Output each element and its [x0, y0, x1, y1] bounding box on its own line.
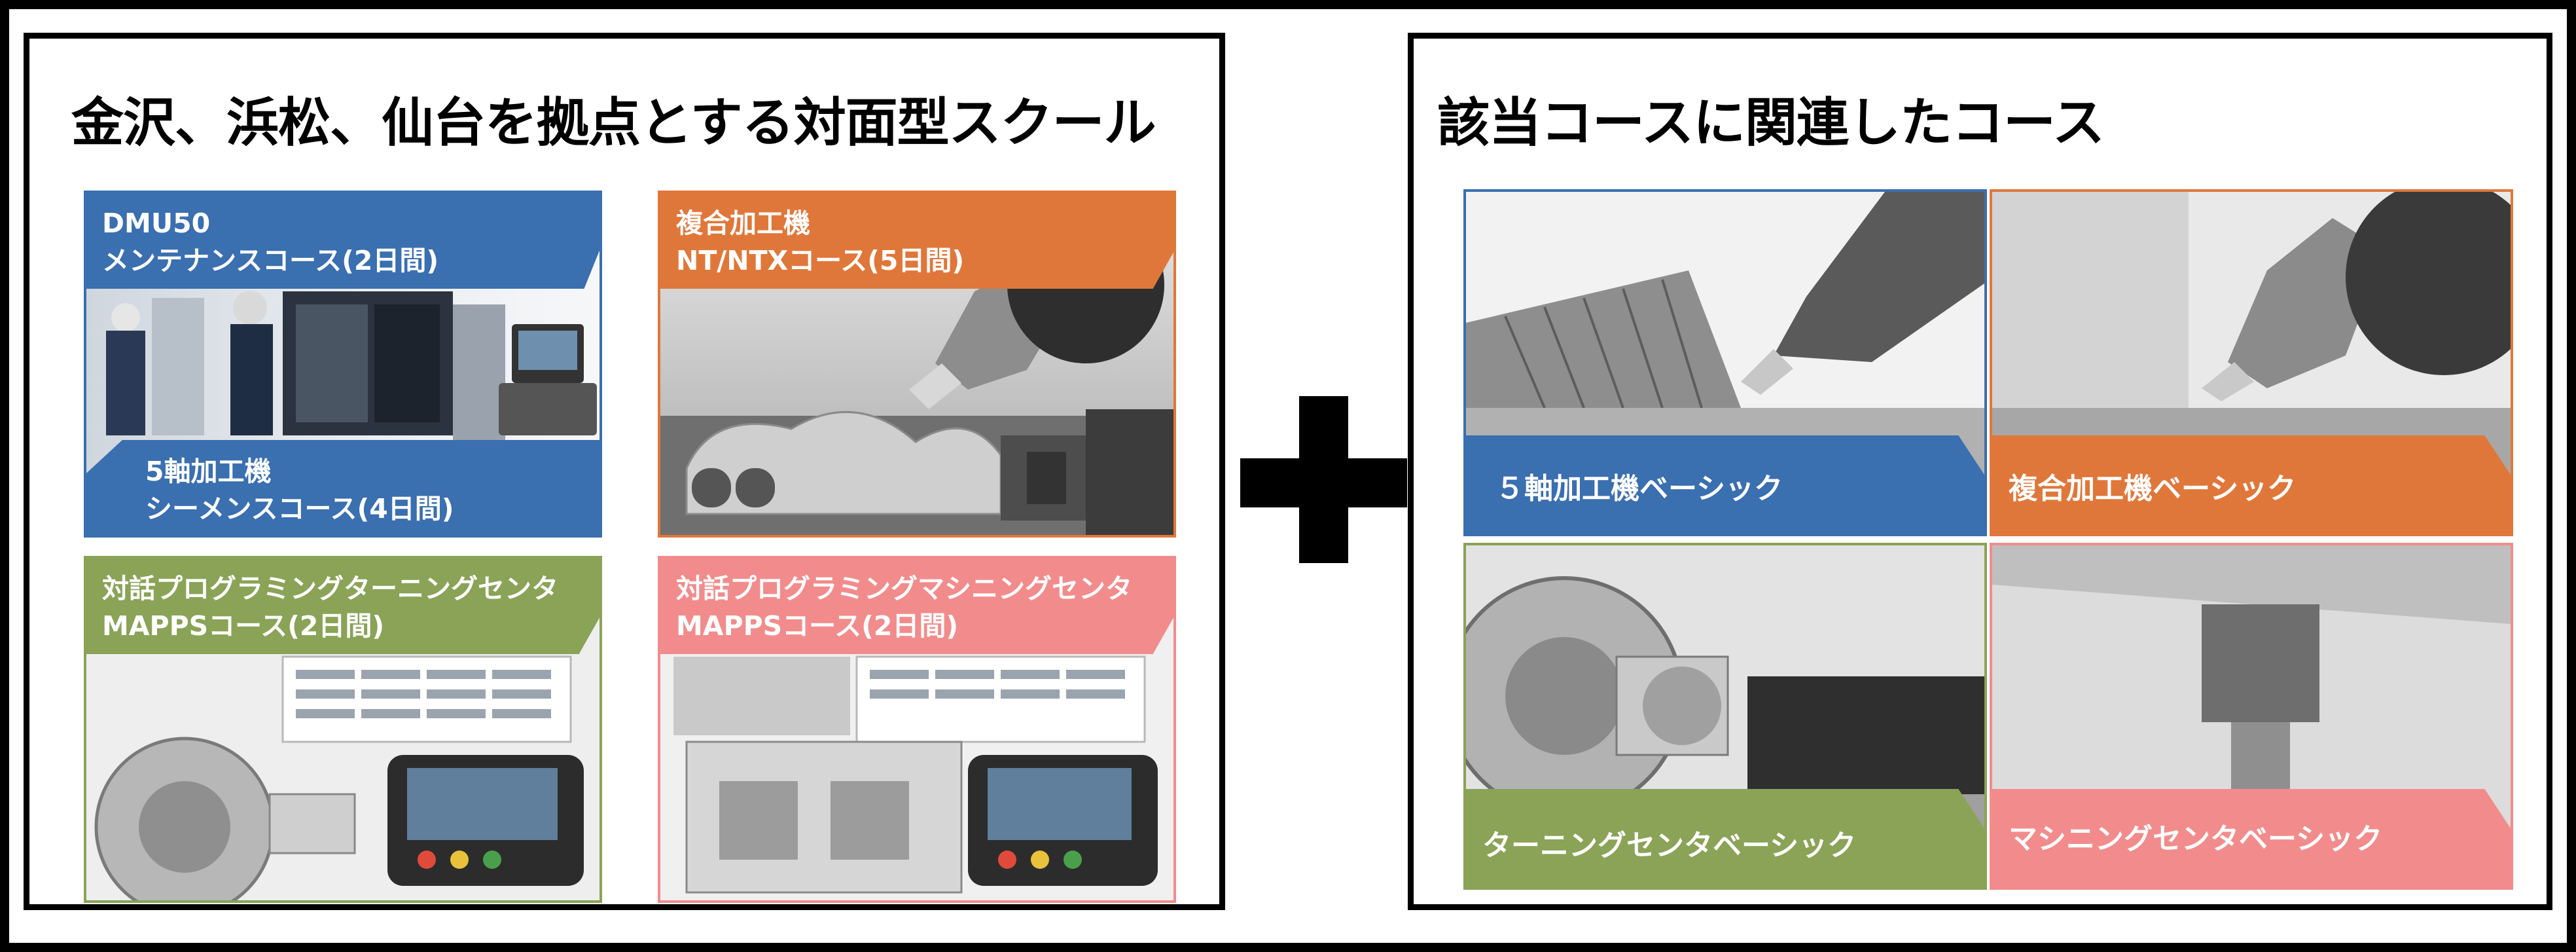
- course-card-machining-mapps[interactable]: 対話プログラミングマシニングセンタ MAPPSコース(2日間): [658, 556, 1176, 903]
- related-card-multitasking-basic[interactable]: 複合加工機ベーシック: [1990, 189, 2513, 536]
- related-card-machining-basic[interactable]: マシニングセンタベーシック: [1990, 543, 2513, 890]
- course-card-line1: 複合加工機: [676, 208, 810, 239]
- course-card-line2: メンテナンスコース(2日間): [102, 245, 439, 276]
- course-card-line2: MAPPSコース(2日間): [102, 610, 385, 642]
- course-card-header: 対話プログラミングターニングセンタ MAPPSコース(2日間): [86, 558, 599, 654]
- course-card-subband: 5軸加工機 シーメンスコース(4日間): [86, 440, 599, 535]
- course-card-sub2: シーメンスコース(4日間): [145, 493, 454, 524]
- course-card-header: DMU50 メンテナンスコース(2日間): [86, 193, 599, 289]
- course-card-header: 複合加工機 NT/NTXコース(5日間): [660, 193, 1173, 289]
- onsite-school-title: 金沢、浜松、仙台を拠点とする対面型スクール: [71, 92, 1156, 153]
- course-card-line1: DMU50: [102, 208, 211, 239]
- related-courses-title: 該当コースに関連したコース: [1437, 92, 2105, 153]
- related-card-band: マシニングセンタベーシック: [1992, 789, 2511, 887]
- related-courses-panel: 該当コースに関連したコース ５軸加工機ベーシック 複合加工機ベーシック: [1408, 33, 2552, 910]
- course-card-nt-ntx[interactable]: 複合加工機 NT/NTXコース(5日間): [658, 191, 1176, 538]
- course-card-dmu50[interactable]: DMU50 メンテナンスコース(2日間) 5軸加工機 シーメンスコース(4日間): [84, 191, 602, 538]
- related-card-band: 複合加工機ベーシック: [1992, 435, 2511, 534]
- course-card-line2: MAPPSコース(2日間): [676, 610, 959, 642]
- course-card-line2: NT/NTXコース(5日間): [676, 245, 965, 276]
- plus-icon: [1240, 396, 1407, 563]
- related-card-band: ５軸加工機ベーシック: [1466, 435, 1984, 534]
- course-card-line1: 対話プログラミングターニングセンタ: [102, 573, 558, 604]
- related-card-5axis-basic[interactable]: ５軸加工機ベーシック: [1463, 189, 1987, 536]
- related-card-turning-basic[interactable]: ターニングセンタベーシック: [1463, 543, 1987, 890]
- course-card-line1: 対話プログラミングマシニングセンタ: [676, 573, 1132, 604]
- turning-center-photo: [86, 558, 599, 900]
- course-card-sub1: 5軸加工機: [145, 456, 272, 487]
- onsite-school-panel: 金沢、浜松、仙台を拠点とする対面型スクール DMU50 メンテナ: [24, 33, 1225, 910]
- course-card-turning-mapps[interactable]: 対話プログラミングターニングセンタ MAPPSコース(2日間): [84, 556, 602, 903]
- course-card-header: 対話プログラミングマシニングセンタ MAPPSコース(2日間): [660, 558, 1173, 654]
- related-card-band: ターニングセンタベーシック: [1466, 789, 1984, 887]
